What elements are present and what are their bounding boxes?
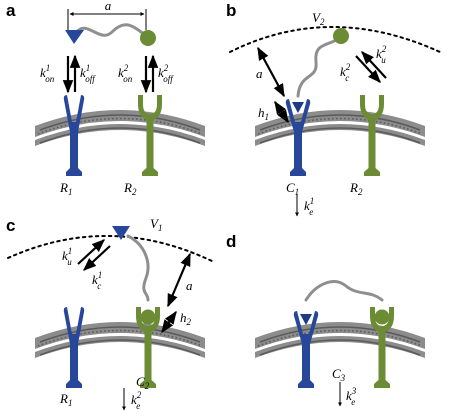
a-arrow bbox=[166, 252, 192, 308]
c2-label: C2 bbox=[136, 374, 150, 391]
receptor-bound-blue bbox=[293, 311, 319, 388]
kc2-arrow bbox=[355, 55, 381, 83]
volume-label: V1 bbox=[150, 216, 162, 233]
a-label: a bbox=[186, 278, 193, 293]
panel-c-label: c bbox=[6, 216, 15, 235]
cell-membrane bbox=[34, 321, 206, 359]
green-ligand-head bbox=[333, 28, 349, 44]
c1-label: C1 bbox=[286, 180, 299, 197]
receptor-bound-blue bbox=[285, 99, 311, 176]
a-arrow bbox=[257, 46, 285, 98]
green-ligand-head bbox=[140, 30, 156, 46]
r2-label: R2 bbox=[123, 180, 137, 197]
r1-label: R1 bbox=[59, 391, 72, 408]
panel-d-label: d bbox=[226, 232, 236, 251]
cell-membrane bbox=[254, 321, 426, 359]
h1-arrow bbox=[274, 100, 289, 124]
kc1-arrow bbox=[83, 245, 111, 271]
ligand-linker bbox=[126, 234, 150, 302]
h1-label: h1 bbox=[258, 105, 269, 122]
r1-label: R1 bbox=[59, 180, 72, 197]
blue-ligand-head bbox=[65, 30, 84, 44]
receptor-r2 bbox=[360, 95, 384, 176]
ligand-linker bbox=[296, 38, 338, 98]
cell-membrane bbox=[254, 109, 426, 147]
receptor-r2 bbox=[138, 95, 162, 176]
ligand-linker bbox=[304, 280, 384, 302]
distance-label: a bbox=[105, 0, 112, 13]
volume-label: V2 bbox=[312, 10, 325, 27]
h2-arrow bbox=[161, 310, 177, 334]
h2-label: h2 bbox=[180, 310, 192, 327]
cell-membrane bbox=[34, 109, 206, 147]
panel-a-label: a bbox=[6, 1, 16, 20]
panel-b-label: b bbox=[226, 1, 236, 20]
ligand-linker bbox=[74, 23, 148, 38]
reach-volume-boundary bbox=[7, 234, 215, 263]
ku2-arrow bbox=[361, 51, 387, 79]
a-label: a bbox=[256, 66, 263, 81]
ku1-arrow bbox=[77, 239, 105, 265]
r2-label: R2 bbox=[349, 180, 363, 197]
reach-volume-boundary bbox=[229, 26, 441, 53]
blue-ligand-head bbox=[112, 226, 130, 240]
c3-label: C3 bbox=[332, 366, 346, 383]
